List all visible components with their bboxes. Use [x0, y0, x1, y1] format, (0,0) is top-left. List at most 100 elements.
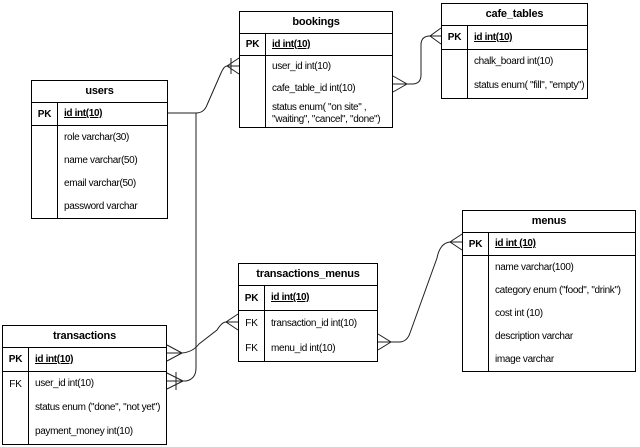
field-text: status enum( "fill", "empty") [474, 80, 585, 92]
table-title: transactions [3, 326, 166, 348]
table-row: FK menu_id int(10) [239, 336, 377, 361]
key-label: PK [32, 103, 58, 125]
crows-foot-icon [225, 57, 240, 75]
key-label: PK [442, 26, 468, 49]
rel-transactions-transactions-menus [166, 313, 239, 362]
key-label [240, 78, 266, 100]
table-row: image varchar [463, 348, 635, 371]
table-row: PK id int(10) [32, 103, 167, 126]
key-label [240, 100, 266, 127]
field-text: status enum ("done", "not yet") [35, 402, 161, 414]
crows-foot-icon [448, 233, 463, 251]
rel-transactions-menus-menus [377, 233, 463, 351]
field-text: email varchar(50) [64, 177, 136, 189]
key-label [463, 279, 489, 302]
field-text: cafe_table_id int(10) [272, 83, 356, 95]
key-label [463, 348, 489, 371]
table-row: PK id int(10) [3, 348, 166, 372]
rel-bookings-cafe-tables [392, 27, 442, 93]
key-label [240, 56, 266, 78]
crows-foot-icon [166, 344, 183, 362]
key-label [32, 195, 58, 218]
key-label [442, 50, 468, 74]
key-label: PK [240, 34, 266, 55]
rel-users-bookings [168, 57, 240, 114]
crows-foot-icon [377, 333, 393, 351]
key-label: FK [3, 372, 29, 396]
key-label [32, 172, 58, 195]
table-row: cafe_table_id int(10) [240, 78, 392, 100]
table-row: PK id int (10) [463, 233, 635, 256]
key-label [463, 325, 489, 348]
table-row: status enum( "fill", "empty") [442, 74, 587, 98]
field-text: name varchar(100) [495, 261, 574, 273]
table-row: status enum ("done", "not yet") [3, 396, 166, 420]
table-row: chalk_board int(10) [442, 50, 587, 74]
field-text: name varchar(50) [64, 154, 138, 166]
table-row: description varchar [463, 325, 635, 348]
table-title: users [32, 81, 167, 103]
field-text: id int(10) [272, 38, 311, 50]
field-text: payment_money int(10) [35, 426, 133, 438]
crows-foot-icon [428, 27, 442, 45]
field-text: category enum ("food", "drink") [495, 284, 621, 296]
key-label: PK [463, 233, 489, 255]
field-text: image varchar [495, 353, 554, 365]
table-row: cost int (10) [463, 302, 635, 325]
field-text: user_id int(10) [35, 378, 94, 390]
crows-foot-icon [166, 372, 184, 390]
table-row: payment_money int(10) [3, 420, 166, 444]
field-text: password varchar [64, 200, 138, 212]
field-text: chalk_board int(10) [474, 56, 553, 68]
table-title: menus [463, 211, 635, 233]
key-label [32, 126, 58, 149]
field-text: id int(10) [64, 108, 103, 120]
table-row: password varchar [32, 195, 167, 218]
key-label [3, 396, 29, 420]
key-label [32, 149, 58, 172]
field-text: menu_id int(10) [271, 342, 336, 354]
table-row: FK transaction_id int(10) [239, 311, 377, 336]
key-label [442, 74, 468, 98]
field-text: id int (10) [495, 238, 536, 250]
crows-foot-icon [392, 75, 409, 93]
table-row: PK id int(10) [442, 26, 587, 50]
table-row: name varchar(100) [463, 256, 635, 279]
table-row: user_id int(10) [240, 56, 392, 78]
field-text: user_id int(10) [272, 61, 331, 73]
key-label: FK [239, 311, 265, 336]
field-text: id int(10) [35, 353, 74, 365]
table-row: email varchar(50) [32, 172, 167, 195]
crows-foot-icon [224, 313, 239, 331]
field-text: cost int (10) [495, 307, 543, 319]
table-row: role varchar(30) [32, 126, 167, 149]
key-label: FK [239, 336, 265, 361]
table-row: PK id int(10) [240, 34, 392, 56]
key-label [3, 420, 29, 444]
table-title: bookings [240, 12, 392, 34]
field-text: transaction_id int(10) [271, 317, 357, 329]
key-label [463, 256, 489, 279]
key-label: PK [239, 286, 265, 310]
key-label [463, 302, 489, 325]
table-title: cafe_tables [442, 4, 587, 26]
key-label: PK [3, 348, 29, 371]
table-row: FK user_id int(10) [3, 372, 166, 396]
field-text: id int(10) [474, 31, 513, 43]
table-row: category enum ("food", "drink") [463, 279, 635, 302]
table-row: name varchar(50) [32, 149, 167, 172]
field-text: role varchar(30) [64, 131, 129, 143]
table-row: status enum( "on site" , "waiting", "can… [240, 100, 392, 127]
rel-users-transactions [166, 113, 197, 390]
field-text: status enum( "on site" , "waiting", "can… [272, 102, 381, 125]
table-title: transactions_menus [239, 264, 377, 286]
